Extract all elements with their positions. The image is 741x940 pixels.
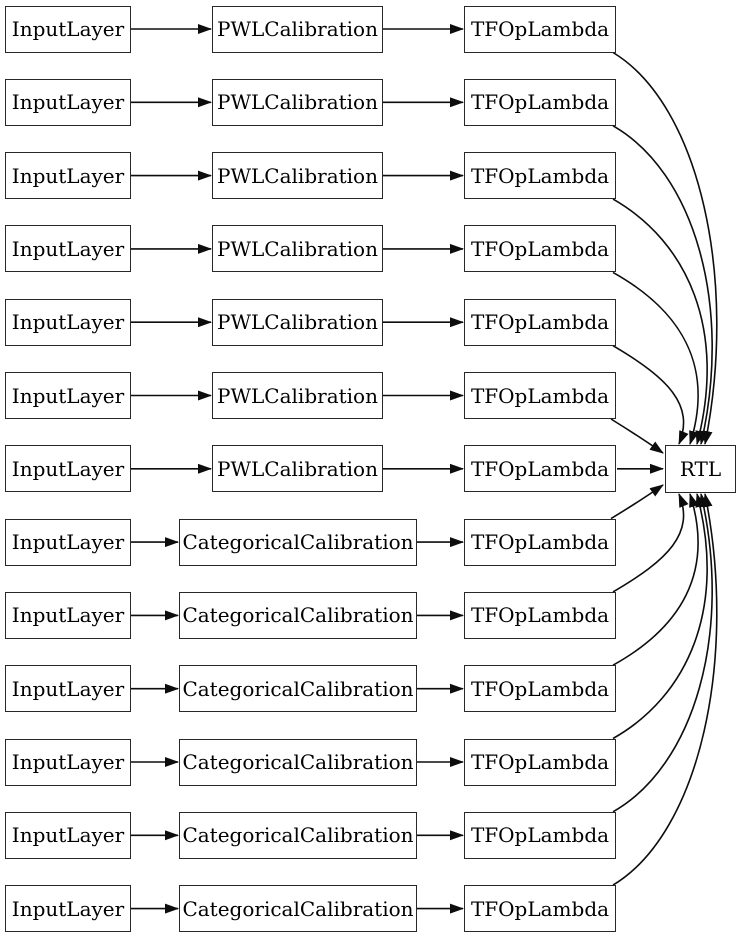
node-input-layer-2: InputLayer bbox=[5, 152, 131, 200]
node-calibration-11: CategoricalCalibration bbox=[179, 811, 417, 859]
node-calibration-2: PWLCalibration bbox=[212, 152, 383, 200]
node-tfop-lambda-11: TFOpLambda bbox=[464, 811, 616, 859]
node-tfop-lambda-5: TFOpLambda bbox=[464, 372, 616, 419]
node-tfop-lambda-12: TFOpLambda bbox=[464, 885, 616, 933]
node-input-layer-4: InputLayer bbox=[5, 298, 131, 346]
edge-lambda-to-rtl-0 bbox=[612, 51, 718, 445]
edge-lambda-to-rtl-9 bbox=[612, 493, 699, 666]
node-tfop-lambda-8: TFOpLambda bbox=[464, 591, 616, 639]
node-input-layer-6: InputLayer bbox=[5, 445, 131, 493]
node-tfop-lambda-2: TFOpLambda bbox=[464, 152, 616, 200]
node-calibration-0: PWLCalibration bbox=[212, 5, 383, 53]
node-calibration-4: PWLCalibration bbox=[212, 298, 383, 346]
node-calibration-12: CategoricalCalibration bbox=[179, 885, 417, 933]
edge-lambda-to-rtl-3 bbox=[612, 271, 699, 445]
node-tfop-lambda-7: TFOpLambda bbox=[464, 518, 616, 566]
node-tfop-lambda-4: TFOpLambda bbox=[464, 298, 616, 346]
node-input-layer-11: InputLayer bbox=[5, 811, 131, 859]
node-input-layer-10: InputLayer bbox=[5, 738, 131, 786]
node-input-layer-0: InputLayer bbox=[5, 5, 131, 53]
node-calibration-5: PWLCalibration bbox=[212, 372, 383, 419]
node-rtl: RTL bbox=[665, 445, 736, 493]
node-calibration-9: CategoricalCalibration bbox=[179, 665, 417, 713]
edge-lambda-to-rtl-12 bbox=[612, 493, 718, 886]
node-input-layer-3: InputLayer bbox=[5, 225, 131, 273]
node-calibration-3: PWLCalibration bbox=[212, 225, 383, 273]
node-calibration-8: CategoricalCalibration bbox=[179, 591, 417, 639]
node-input-layer-12: InputLayer bbox=[5, 885, 131, 933]
node-calibration-7: CategoricalCalibration bbox=[179, 518, 417, 566]
edge-lambda-to-rtl-1 bbox=[612, 125, 713, 445]
edge-lambda-to-rtl-8 bbox=[612, 493, 689, 593]
node-calibration-10: CategoricalCalibration bbox=[179, 738, 417, 786]
node-calibration-1: PWLCalibration bbox=[212, 78, 383, 126]
edge-lambda-to-rtl-2 bbox=[612, 198, 708, 445]
node-tfop-lambda-6: TFOpLambda bbox=[464, 445, 616, 493]
node-input-layer-1: InputLayer bbox=[5, 78, 131, 126]
node-calibration-6: PWLCalibration bbox=[212, 445, 383, 493]
edge-lambda-to-rtl-10 bbox=[612, 493, 708, 740]
node-tfop-lambda-1: TFOpLambda bbox=[464, 78, 616, 126]
node-tfop-lambda-10: TFOpLambda bbox=[464, 738, 616, 786]
node-input-layer-7: InputLayer bbox=[5, 518, 131, 566]
node-tfop-lambda-0: TFOpLambda bbox=[464, 5, 616, 53]
edge-lambda-to-rtl-5 bbox=[610, 418, 664, 454]
node-input-layer-9: InputLayer bbox=[5, 665, 131, 713]
node-tfop-lambda-3: TFOpLambda bbox=[464, 225, 616, 273]
node-input-layer-5: InputLayer bbox=[5, 372, 131, 419]
edge-lambda-to-rtl-4 bbox=[612, 345, 689, 445]
edge-lambda-to-rtl-11 bbox=[612, 493, 713, 813]
node-tfop-lambda-9: TFOpLambda bbox=[464, 665, 616, 713]
edge-lambda-to-rtl-7 bbox=[610, 484, 664, 520]
node-input-layer-8: InputLayer bbox=[5, 591, 131, 639]
